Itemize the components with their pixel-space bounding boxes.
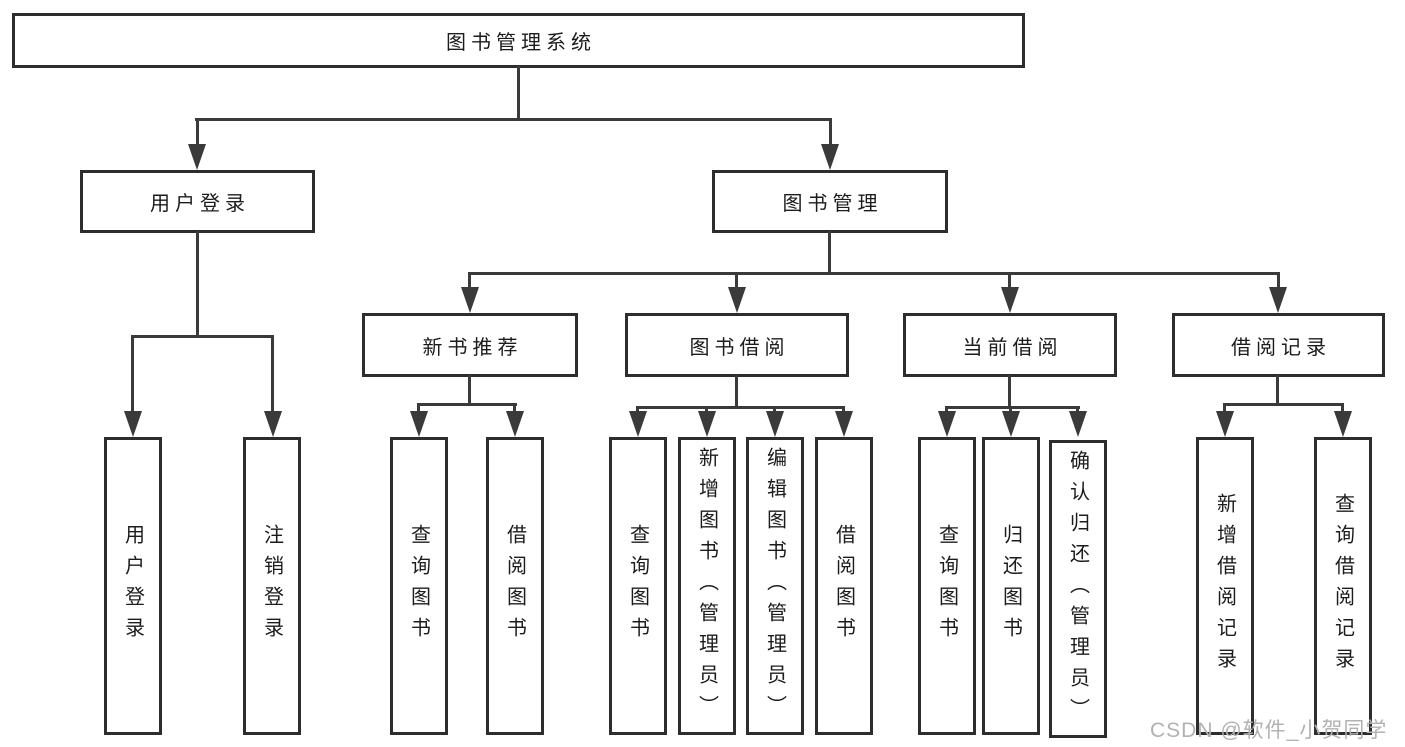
- leaf-query-books-current-label: 查询图书: [935, 524, 958, 648]
- connector-line: [196, 231, 199, 337]
- connector-line: [735, 272, 738, 290]
- leaf-borrow-books-borrow-label: 借阅图书: [832, 524, 855, 648]
- connector-arrow-down: [506, 411, 524, 437]
- connector-line: [196, 118, 199, 148]
- connector-arrow-down: [264, 411, 282, 437]
- leaf-add-borrow-record: 新增借阅记录: [1196, 437, 1254, 735]
- leaf-edit-book-admin-label: 编辑图书（管理员）: [763, 446, 786, 726]
- connector-line: [1009, 406, 1012, 414]
- connector-arrow-down: [766, 411, 784, 437]
- node-root: 图书管理系统: [12, 13, 1025, 68]
- leaf-confirm-return-admin-label: 确认归还（管理员）: [1066, 449, 1089, 729]
- connector-line: [1008, 375, 1011, 408]
- connector-arrow-down: [124, 411, 142, 437]
- leaf-query-books-newbook-label: 查询图书: [407, 524, 430, 648]
- connector-arrow-down: [728, 287, 746, 313]
- node-new-book-recommend: 新书推荐: [362, 313, 578, 377]
- connector-line: [271, 335, 274, 415]
- connector-line: [195, 118, 831, 121]
- connector-line: [468, 272, 1280, 275]
- connector-arrow-down: [1334, 411, 1352, 437]
- leaf-borrow-books-borrow: 借阅图书: [815, 437, 873, 735]
- leaf-confirm-return-admin: 确认归还（管理员）: [1049, 440, 1107, 738]
- connector-line: [417, 403, 420, 413]
- node-book-management-label: 图书管理: [782, 193, 883, 215]
- connector-arrow-down: [461, 287, 479, 313]
- connector-line: [1341, 403, 1344, 413]
- connector-line: [945, 406, 1080, 409]
- connector-line: [828, 231, 831, 274]
- connector-arrow-down: [629, 411, 647, 437]
- connector-line: [773, 406, 776, 414]
- leaf-return-book-label: 归还图书: [999, 524, 1022, 648]
- node-user-login-label: 用户登录: [150, 193, 250, 215]
- leaf-user-login-label: 用户登录: [121, 524, 144, 648]
- connector-arrow-down: [1069, 411, 1087, 437]
- node-borrowing-records-label: 借阅记录: [1231, 336, 1331, 359]
- connector-line: [468, 272, 471, 290]
- leaf-logout-label: 注销登录: [260, 524, 283, 648]
- leaf-edit-book-admin: 编辑图书（管理员）: [746, 437, 804, 735]
- connector-line: [705, 406, 708, 414]
- connector-line: [131, 335, 134, 415]
- connector-line: [513, 403, 516, 413]
- leaf-borrow-books-newbook-label: 借阅图书: [503, 524, 526, 648]
- node-book-borrowing: 图书借阅: [625, 313, 849, 377]
- leaf-borrow-books-newbook: 借阅图书: [486, 437, 544, 735]
- leaf-query-books-borrow: 查询图书: [609, 437, 667, 735]
- connector-arrow-down: [938, 411, 956, 437]
- connector-line: [636, 406, 845, 409]
- leaf-add-book-admin-label: 新增图书（管理员）: [695, 446, 718, 726]
- connector-arrow-down: [188, 144, 206, 170]
- connector-arrow-down: [821, 144, 839, 170]
- connector-arrow-down: [1001, 287, 1019, 313]
- node-borrowing-records: 借阅记录: [1172, 313, 1385, 377]
- connector-line: [1076, 406, 1079, 414]
- node-book-borrowing-label: 图书借阅: [689, 336, 790, 359]
- connector-line: [829, 118, 832, 148]
- node-new-book-recommend-label: 新书推荐: [422, 336, 523, 359]
- node-root-label: 图书管理系统: [446, 32, 596, 54]
- connector-arrow-down: [1269, 287, 1287, 313]
- leaf-query-borrow-record: 查询借阅记录: [1314, 437, 1372, 735]
- connector-line: [468, 375, 471, 405]
- connector-line: [517, 66, 520, 120]
- connector-line: [1223, 403, 1226, 413]
- leaf-add-book-admin: 新增图书（管理员）: [678, 437, 736, 735]
- node-user-login: 用户登录: [80, 170, 315, 233]
- leaf-return-book: 归还图书: [982, 437, 1040, 735]
- connector-arrow-down: [698, 411, 716, 437]
- connector-line: [1008, 272, 1011, 290]
- node-current-borrowing: 当前借阅: [903, 313, 1117, 377]
- leaf-user-login: 用户登录: [104, 437, 162, 735]
- connector-arrow-down: [835, 411, 853, 437]
- watermark: CSDN @软件_小贺同学: [1150, 719, 1388, 742]
- leaf-add-borrow-record-label: 新增借阅记录: [1213, 493, 1236, 679]
- node-current-borrowing-label: 当前借阅: [962, 336, 1063, 359]
- connector-line: [636, 406, 639, 414]
- leaf-query-books-current: 查询图书: [918, 437, 976, 735]
- leaf-query-books-newbook: 查询图书: [390, 437, 448, 735]
- connector-arrow-down: [410, 411, 428, 437]
- connector-line: [131, 335, 274, 338]
- leaf-query-books-borrow-label: 查询图书: [626, 524, 649, 648]
- connector-line: [1276, 375, 1279, 405]
- connector-line: [735, 375, 738, 408]
- leaf-query-borrow-record-label: 查询借阅记录: [1331, 493, 1354, 679]
- connector-arrow-down: [1002, 411, 1020, 437]
- node-book-management: 图书管理: [712, 170, 948, 233]
- connector-line: [1277, 272, 1280, 290]
- connector-line: [842, 406, 845, 414]
- leaf-logout: 注销登录: [243, 437, 301, 735]
- connector-arrow-down: [1216, 411, 1234, 437]
- connector-line: [417, 403, 517, 406]
- connector-line: [1223, 403, 1344, 406]
- connector-line: [945, 406, 948, 414]
